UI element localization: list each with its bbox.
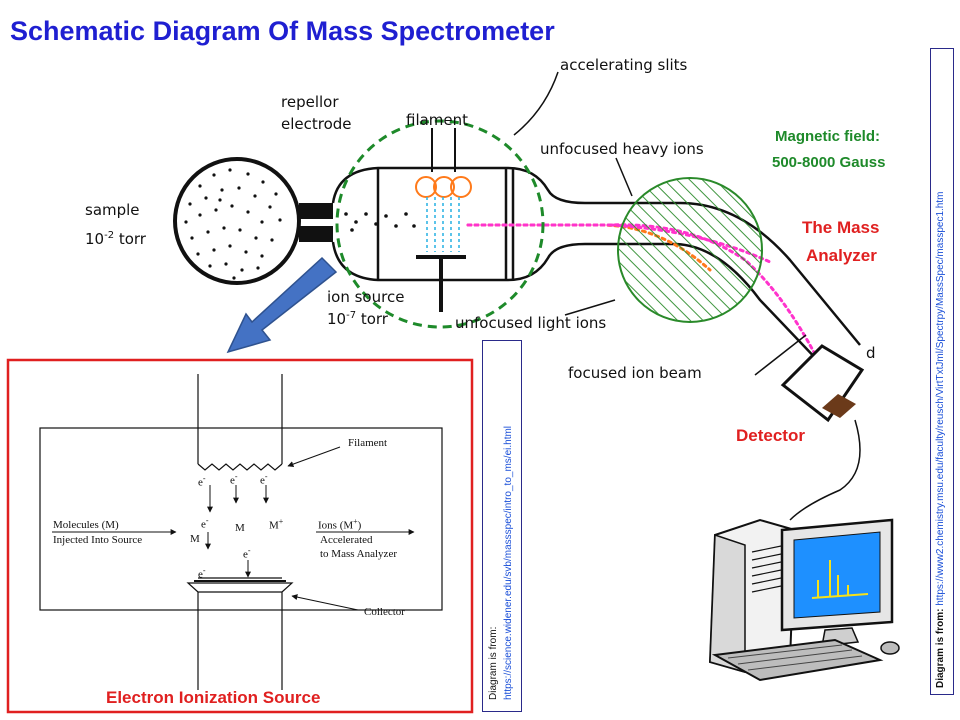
inset-electron-2: e- <box>230 472 238 487</box>
light-ions-leader <box>564 299 616 316</box>
detector-cable <box>789 419 861 521</box>
label-unfocused-heavy-ions: unfocused heavy ions <box>540 140 704 158</box>
inlet-valve <box>299 203 333 242</box>
label-unfocused-light-ions: unfocused light ions <box>455 314 607 332</box>
inset-label-ions: Ions (M+) <box>318 517 362 532</box>
label-electrode: electrode <box>281 115 352 133</box>
source-note-left-prefix: Diagram is from: <box>488 626 499 700</box>
spectrometer-tube <box>331 166 861 366</box>
callout-mass-analyzer: The Mass <box>802 218 880 237</box>
label-ion-source: ion source <box>327 288 405 306</box>
callout-magnetic-field-range: 500-8000 Gauss <box>772 154 886 171</box>
source-note-right <box>930 48 954 695</box>
inset-electron-1: e- <box>198 474 206 489</box>
inset-label-collector: Collector <box>364 606 405 618</box>
focused-beam-leader <box>754 334 807 376</box>
callout-electron-ionization-source: Electron Ionization Source <box>106 688 321 707</box>
sample-gas <box>344 212 416 232</box>
source-note-left <box>482 340 522 712</box>
accelerating-slits-leader <box>513 71 559 136</box>
callout-magnetic-field: Magnetic field: <box>775 128 881 145</box>
inset-molecule-2: M <box>235 522 245 534</box>
label-ion-source-pressure: 10-7 torr <box>327 310 388 328</box>
inset-electron-6: e- <box>198 566 206 581</box>
ion-source-highlight <box>335 119 545 329</box>
blue-arrow <box>226 256 338 354</box>
inset-molecule-1: M <box>190 533 200 545</box>
label-repellor: repellor <box>281 93 339 111</box>
inset-electron-3: e- <box>260 472 268 487</box>
inset-electron-4: e- <box>201 516 209 531</box>
inset-molecular-ion: M+ <box>269 517 284 532</box>
inset-label-molecules: Molecules (M) <box>53 519 119 531</box>
sample-sphere <box>173 157 301 285</box>
electron-ionization-inset <box>6 358 474 714</box>
label-filament: filament <box>406 111 469 129</box>
inset-label-filament: Filament <box>348 437 388 449</box>
inset-electron-5: e- <box>243 546 251 561</box>
label-sample-pressure: 10-2 torr <box>85 230 146 248</box>
inset-label-to-mass-analyzer: to Mass Analyzer <box>320 548 397 560</box>
detector-housing <box>780 344 865 423</box>
label-sample: sample <box>85 201 140 219</box>
computer-icon <box>708 518 900 682</box>
source-note-left-url[interactable]: https://science.widener.edu/svb/massspec… <box>503 425 514 700</box>
label-detector-partial: d <box>866 344 876 362</box>
inset-label-injected: Injected Into Source <box>53 534 143 546</box>
source-note-right-text[interactable]: Diagram is from: https://www2.chemistry.… <box>935 191 946 688</box>
callout-detector: Detector <box>736 426 805 445</box>
label-focused-ion-beam: focused ion beam <box>568 364 702 382</box>
filament-assembly <box>415 128 472 312</box>
sample-dots <box>184 168 282 280</box>
magnetic-field-region <box>617 177 763 323</box>
inset-label-accelerated: Accelerated <box>320 534 373 546</box>
page-title: Schematic Diagram Of Mass Spectrometer <box>10 16 555 46</box>
label-accelerating-slits: accelerating slits <box>560 56 688 74</box>
callout-mass-analyzer-2: Analyzer <box>806 246 877 265</box>
heavy-ions-leader <box>615 157 633 197</box>
